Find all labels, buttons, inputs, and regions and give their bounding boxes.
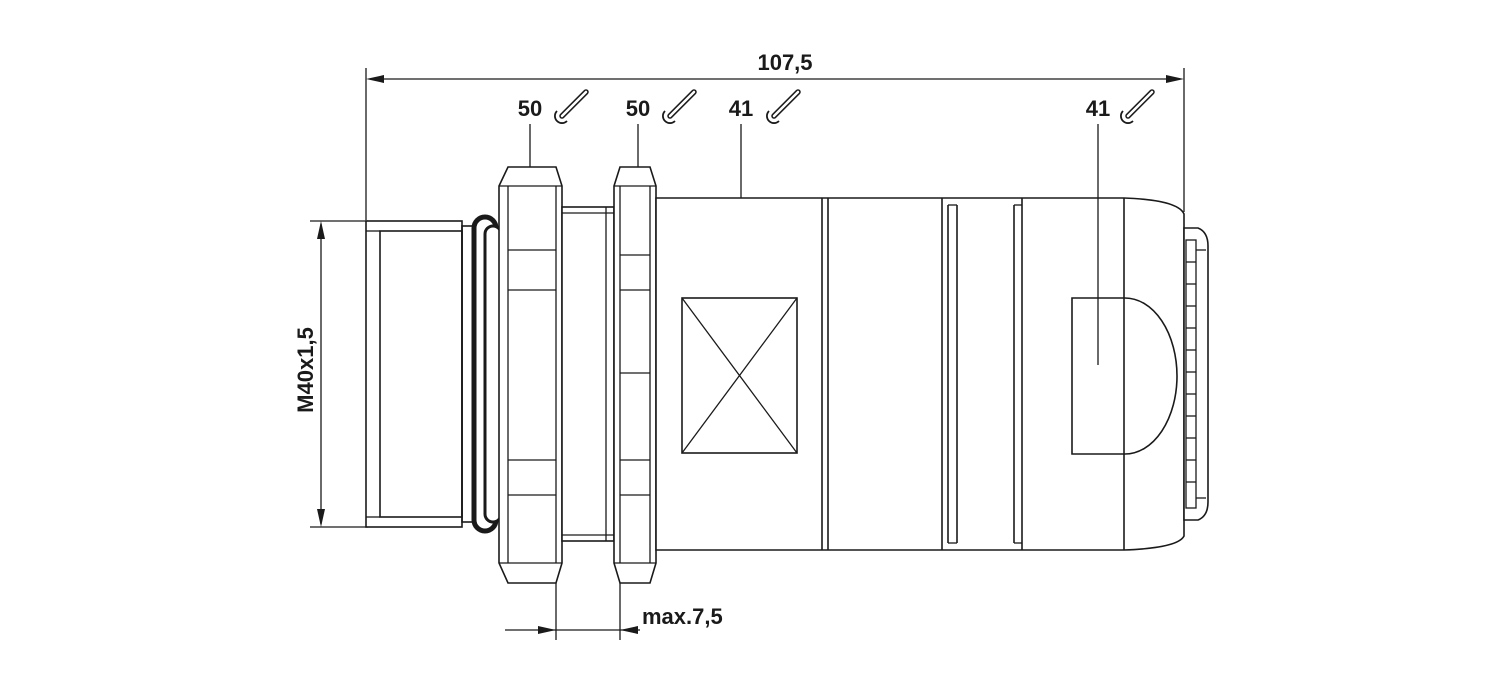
d-flat-marker [1071, 124, 1178, 455]
arrowhead-right [1166, 75, 1184, 83]
hex-nut-2 [613, 166, 657, 584]
o-ring [471, 214, 503, 534]
arrowhead-left [538, 626, 556, 634]
connector-body [365, 124, 1209, 584]
wrench-size-label: 41 [729, 96, 753, 121]
wrench-flat-marker [681, 297, 798, 454]
thread-dimension: M40x1,5 [293, 220, 368, 528]
wrench-size-label: 41 [1086, 96, 1110, 121]
threaded-section [365, 220, 475, 528]
d-flat-outline [1071, 297, 1178, 455]
arrowhead-top [317, 221, 325, 239]
panel-thickness-dimension: max.7,5 [505, 583, 723, 640]
sleeve-outline [561, 206, 615, 542]
housing-outline [655, 197, 1185, 551]
flat-marker-cross [681, 297, 798, 454]
arrowhead-right [620, 626, 638, 634]
overall-length-dimension: 107,5 [365, 50, 1185, 220]
wrench-size-label: 50 [518, 96, 542, 121]
wrench-icon [1121, 92, 1152, 123]
wrench-size-label: 50 [626, 96, 650, 121]
overall-length-label: 107,5 [757, 50, 812, 75]
thread-outline [365, 220, 463, 528]
flat-marker-square [681, 297, 798, 454]
gland-ridge [1185, 239, 1197, 509]
panel-thickness-label: max.7,5 [642, 604, 723, 629]
cable-gland-cap [1183, 227, 1209, 521]
panel-sleeve [561, 206, 615, 542]
thread-label: M40x1,5 [293, 327, 318, 413]
wrench-icon [663, 92, 694, 123]
wrench-icon [767, 92, 798, 123]
wrench-icon [555, 92, 586, 123]
arrowhead-bottom [317, 509, 325, 527]
wrench-size-4: 41 [1086, 92, 1152, 123]
arrowhead-left [366, 75, 384, 83]
hex-nut-1 [498, 166, 563, 584]
main-housing [655, 197, 1185, 551]
